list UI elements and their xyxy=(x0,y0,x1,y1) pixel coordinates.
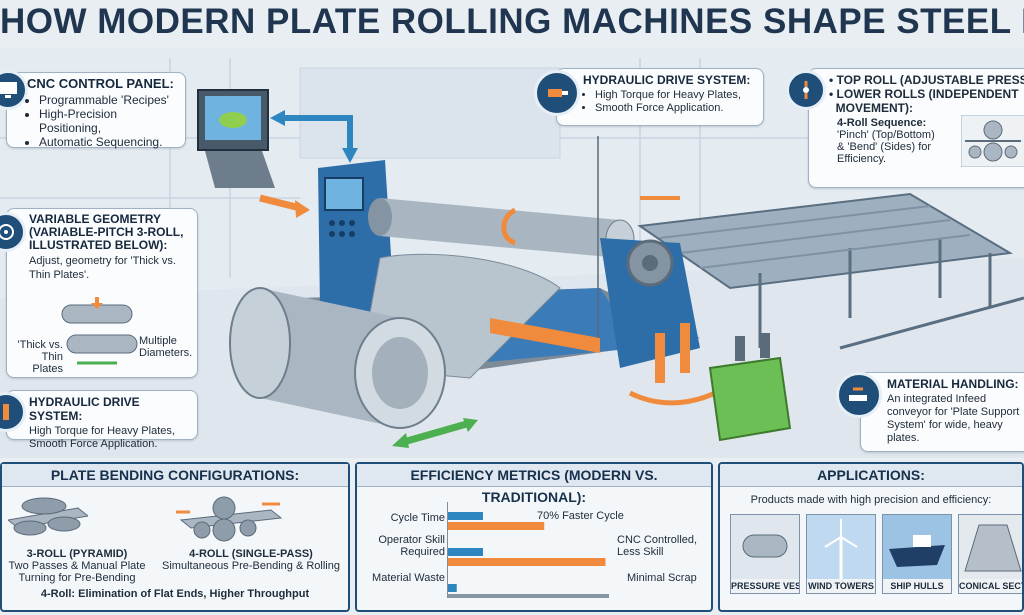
lower-rolls-item: LOWER ROLLS (INDEPENDENT xyxy=(836,87,1019,101)
metric-label: Cycle Time xyxy=(390,512,445,524)
top-roll-item: TOP ROLL (ADJUSTABLE PRESSURE) xyxy=(836,73,1024,87)
metric-label: Required xyxy=(400,546,445,558)
three-roll-desc: Turning for Pre-Bending xyxy=(18,572,136,584)
metric-bar xyxy=(448,584,457,592)
application-tile-ship-hulls: SHIP HULLS xyxy=(882,514,952,594)
variable-geometry-callout: VARIABLE GEOMETRY(VARIABLE-PITCH 3-ROLL,… xyxy=(6,208,198,378)
application-tile-pressure-vessels: PRESSURE VESSELS xyxy=(730,514,800,594)
metrics-heading: EFFICIENCY METRICS (MODERN VS. TRADITION… xyxy=(357,464,711,505)
metric-label: Operator Skill xyxy=(378,534,445,546)
seq-heading: 4-Roll Sequence: xyxy=(837,117,927,129)
metrics-bar-chart xyxy=(447,502,609,598)
hydraulic-left-heading: HYDRAULIC DRIVE SYSTEM: xyxy=(29,395,140,423)
configs-heading: PLATE BENDING CONFIGURATIONS: xyxy=(2,464,348,487)
material-handling-line: An integrated Infeed xyxy=(887,393,987,405)
wind-turbine-icon xyxy=(807,515,875,579)
monitor-icon xyxy=(0,70,28,110)
hydraulic-drive-callout-left: HYDRAULIC DRIVE SYSTEM: High Torque for … xyxy=(6,390,198,450)
page-title: HOW MODERN PLATE ROLLING MACHINES SHAPE … xyxy=(0,2,1024,41)
applications-heading: APPLICATIONS: xyxy=(720,464,1022,487)
pump-icon xyxy=(534,70,580,116)
configs-summary: 4-Roll: Elimination of Flat Ends, Higher… xyxy=(40,588,310,600)
metric-bar xyxy=(448,522,545,530)
metric-bar xyxy=(448,512,483,520)
three-roll-desc: Two Passes & Manual Plate xyxy=(8,560,146,572)
vg-heading-line: (VARIABLE-PITCH 3-ROLL, xyxy=(29,225,184,239)
metric-label: Material Waste xyxy=(372,572,445,584)
vg-heading-line: VARIABLE GEOMETRY xyxy=(29,212,162,226)
three-roll-title: 3-ROLL (PYRAMID) xyxy=(26,548,128,560)
metric-bar xyxy=(448,558,606,566)
application-caption: PRESSURE VESSELS xyxy=(731,579,799,593)
metric-bar xyxy=(448,594,609,598)
hand-plate-icon xyxy=(836,372,882,418)
variable-pitch-rolls-illustration xyxy=(61,297,138,365)
metric-bar xyxy=(448,548,483,556)
geometry-icon xyxy=(0,212,26,252)
hydraulic-top-item: High Torque for Heavy Plates, xyxy=(595,89,757,102)
vg-heading-line: ILLUSTRATED BELOW): xyxy=(29,238,168,252)
cnc-item: Automatic Sequencing. xyxy=(39,135,179,149)
applications-panel: APPLICATIONS: Products made with high pr… xyxy=(718,462,1024,612)
application-caption: CONICAL SECTIONS xyxy=(959,579,1022,593)
application-tile-conical-sections: CONICAL SECTIONS xyxy=(958,514,1022,594)
metric-note: Less Skill xyxy=(617,546,664,558)
material-handling-line: conveyor for 'Plate Support xyxy=(887,406,1020,418)
application-caption: SHIP HULLS xyxy=(883,579,951,593)
cone-icon xyxy=(959,515,1022,579)
four-roll-sequence-illustration xyxy=(961,115,1024,167)
pressure-vessel-icon xyxy=(731,515,799,579)
hydraulic-drive-callout-top: HYDRAULIC DRIVE SYSTEM: High Torque for … xyxy=(556,68,764,126)
application-caption: WIND TOWERS xyxy=(807,579,875,593)
vg-thick-label: Thin Plates xyxy=(32,351,63,375)
vg-desc: Adjust, geometry for 'Thick vs. xyxy=(29,255,176,267)
three-roll-illustration xyxy=(8,497,88,536)
top-roll-callout: • TOP ROLL (ADJUSTABLE PRESSURE) • LOWER… xyxy=(808,68,1024,188)
seq-line: 'Pinch' (Top/Bottom) xyxy=(837,129,935,141)
cnc-panel-callout: CNC CONTROL PANEL: Programmable 'Recipes… xyxy=(6,72,186,149)
hydraulic-top-heading: HYDRAULIC DRIVE SYSTEM: xyxy=(583,73,751,87)
vg-multi-label: Multiple xyxy=(139,335,177,347)
efficiency-metrics-panel: EFFICIENCY METRICS (MODERN VS. TRADITION… xyxy=(355,462,713,612)
material-handling-line: plates. xyxy=(887,432,920,444)
material-handling-callout: MATERIAL HANDLING: An integrated Infeed … xyxy=(860,372,1024,452)
vg-thick-label: 'Thick vs. xyxy=(17,339,64,351)
hydraulic-top-item: Smooth Force Application. xyxy=(595,102,757,115)
vg-desc: Thin Plates'. xyxy=(29,269,90,281)
four-roll-desc: Simultaneous Pre-Bending & Rolling xyxy=(162,560,340,572)
metric-note: CNC Controlled, xyxy=(617,534,698,546)
cnc-item: High-Precision Positioning, xyxy=(39,107,179,135)
roll-pressure-icon xyxy=(786,70,826,110)
four-roll-title: 4-ROLL (SINGLE-PASS) xyxy=(189,548,313,560)
seq-line: Efficiency. xyxy=(837,153,887,165)
metric-note: 70% Faster Cycle xyxy=(537,510,624,522)
hydraulic-left-line: Smooth Force Application. xyxy=(29,438,158,450)
material-handling-heading: MATERIAL HANDLING: xyxy=(887,377,1019,391)
cnc-heading: CNC CONTROL PANEL: xyxy=(27,76,174,91)
seq-line: & 'Bend' (Sides) for xyxy=(837,141,932,153)
cnc-item: Programmable 'Recipes' xyxy=(39,93,179,107)
material-handling-line: System' for wide, heavy xyxy=(887,419,1003,431)
hydraulic-left-line: High Torque for Heavy Plates, xyxy=(29,425,175,437)
ship-icon xyxy=(883,515,951,579)
vg-multi-label: Diameters. xyxy=(139,347,193,359)
plate-bending-configurations-panel: PLATE BENDING CONFIGURATIONS: 3-ROLL (PY… xyxy=(0,462,350,612)
four-roll-illustration xyxy=(176,496,283,542)
application-tile-wind-towers: WIND TOWERS xyxy=(806,514,876,594)
metric-note: Minimal Scrap xyxy=(627,572,697,584)
applications-intro: Products made with high precision and ef… xyxy=(750,494,992,506)
lower-rolls-item: MOVEMENT): xyxy=(835,101,913,115)
